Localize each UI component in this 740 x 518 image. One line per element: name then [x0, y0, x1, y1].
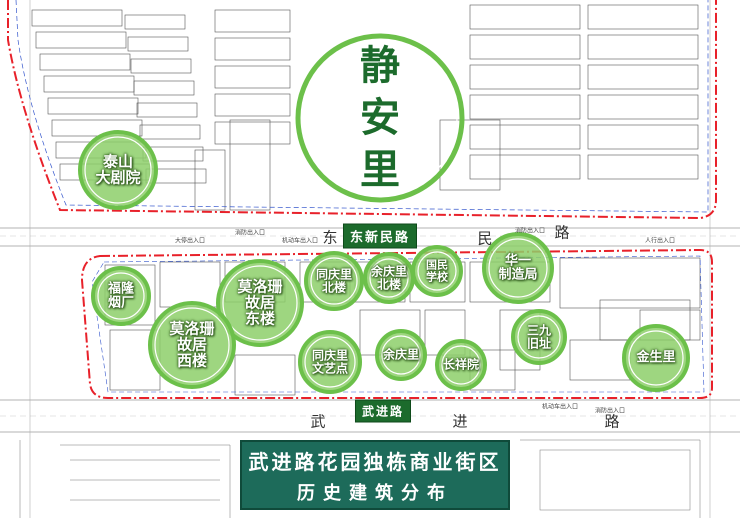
building-outline	[214, 37, 291, 61]
building-outline	[214, 65, 291, 89]
gate-note: 机动车出入口	[281, 237, 319, 245]
map-title-line2: 历史建筑分布	[297, 482, 453, 504]
lower-area	[19, 439, 701, 518]
building-outline	[587, 124, 699, 150]
heritage-site-circle[interactable]	[482, 232, 554, 304]
heritage-site-circle[interactable]	[148, 301, 236, 389]
heritage-site-circle-inner-ring	[488, 238, 548, 298]
building-outline	[469, 4, 581, 30]
heritage-site-circle-inner-ring	[441, 345, 481, 385]
gate-note: 机动车出入口	[541, 403, 579, 411]
gate-note: 大停出入口	[174, 237, 206, 245]
heritage-site-circle[interactable]	[78, 130, 158, 210]
building-outline	[234, 354, 296, 396]
gate-note: 消防出入口	[514, 227, 546, 235]
heritage-site-circle[interactable]	[363, 252, 415, 304]
building-outline	[587, 154, 699, 180]
north-block	[31, 4, 699, 211]
building-outline	[469, 34, 581, 60]
road-char-min: 民	[477, 229, 493, 248]
building-outline	[31, 9, 123, 27]
heritage-site-circle[interactable]	[216, 259, 304, 347]
heritage-site-circle[interactable]	[91, 266, 151, 326]
street-badge-wujin: 武进路	[354, 399, 412, 423]
building-outline	[587, 34, 699, 60]
road-char-dong: 东	[322, 228, 338, 247]
building-outline	[587, 94, 699, 120]
building-outline	[136, 102, 198, 118]
building-outline	[587, 4, 699, 30]
road-char-lu2: 路	[604, 412, 620, 431]
building-outline	[139, 124, 201, 140]
map-title-box: 武进路花园独栋商业街区 历史建筑分布	[240, 440, 510, 510]
heritage-site-circle-inner-ring	[417, 251, 457, 291]
heritage-site-circle-inner-ring	[310, 257, 358, 305]
heritage-site-circle-inner-ring	[222, 265, 298, 341]
district-circle	[295, 33, 465, 203]
heritage-site-circle-inner-ring	[517, 315, 561, 359]
south-red-boundary	[80, 248, 713, 399]
road-char-wu: 武	[310, 412, 326, 431]
building-outline	[439, 119, 501, 191]
heritage-site-circles	[78, 33, 690, 394]
heritage-site-circle[interactable]	[304, 251, 364, 311]
building-outline	[214, 121, 291, 145]
heritage-site-circle[interactable]	[375, 329, 427, 381]
building-outline	[47, 97, 139, 115]
heritage-site-circle-inner-ring	[628, 330, 684, 386]
heritage-site-circle-inner-ring	[302, 40, 458, 196]
gate-note: 消防出入口	[234, 229, 266, 237]
building-outline	[194, 149, 226, 211]
south-blue-line	[91, 255, 705, 393]
building-outline	[214, 9, 291, 33]
heritage-site-circle-inner-ring	[84, 136, 152, 204]
heritage-site-circle-inner-ring	[369, 258, 409, 298]
heritage-site-circle-inner-ring	[304, 336, 356, 388]
gate-note: 消防出入口	[594, 407, 626, 415]
building-outline	[127, 36, 189, 52]
building-outline	[133, 80, 195, 96]
building-outline	[469, 124, 581, 150]
building-outline	[130, 58, 192, 74]
heritage-site-circle[interactable]	[298, 330, 362, 394]
building-outline	[469, 64, 581, 90]
heritage-site-circle-inner-ring	[97, 272, 145, 320]
north-blue-line	[15, 0, 709, 213]
map-title-line1: 武进路花园独栋商业街区	[248, 449, 502, 474]
heritage-site-circle[interactable]	[411, 245, 463, 297]
building-outline	[229, 119, 271, 211]
heritage-site-circle[interactable]	[622, 324, 690, 392]
building-outline	[587, 64, 699, 90]
building-outline	[559, 257, 701, 309]
heritage-site-circle-inner-ring	[154, 307, 230, 383]
building-outline	[39, 53, 131, 71]
building-outline	[469, 94, 581, 120]
road-char-jin: 进	[452, 412, 468, 431]
building-outline	[35, 31, 127, 49]
building-outline	[469, 154, 581, 180]
road-char-lu1: 路	[554, 223, 570, 242]
heritage-site-circle[interactable]	[435, 339, 487, 391]
heritage-site-circle[interactable]	[511, 309, 567, 365]
building-outline	[214, 93, 291, 117]
heritage-site-circle-inner-ring	[381, 335, 421, 375]
street-badge-dongxinmin: 东新民路	[342, 223, 418, 249]
gate-note: 人行出入口	[644, 237, 676, 245]
building-outline	[124, 14, 186, 30]
